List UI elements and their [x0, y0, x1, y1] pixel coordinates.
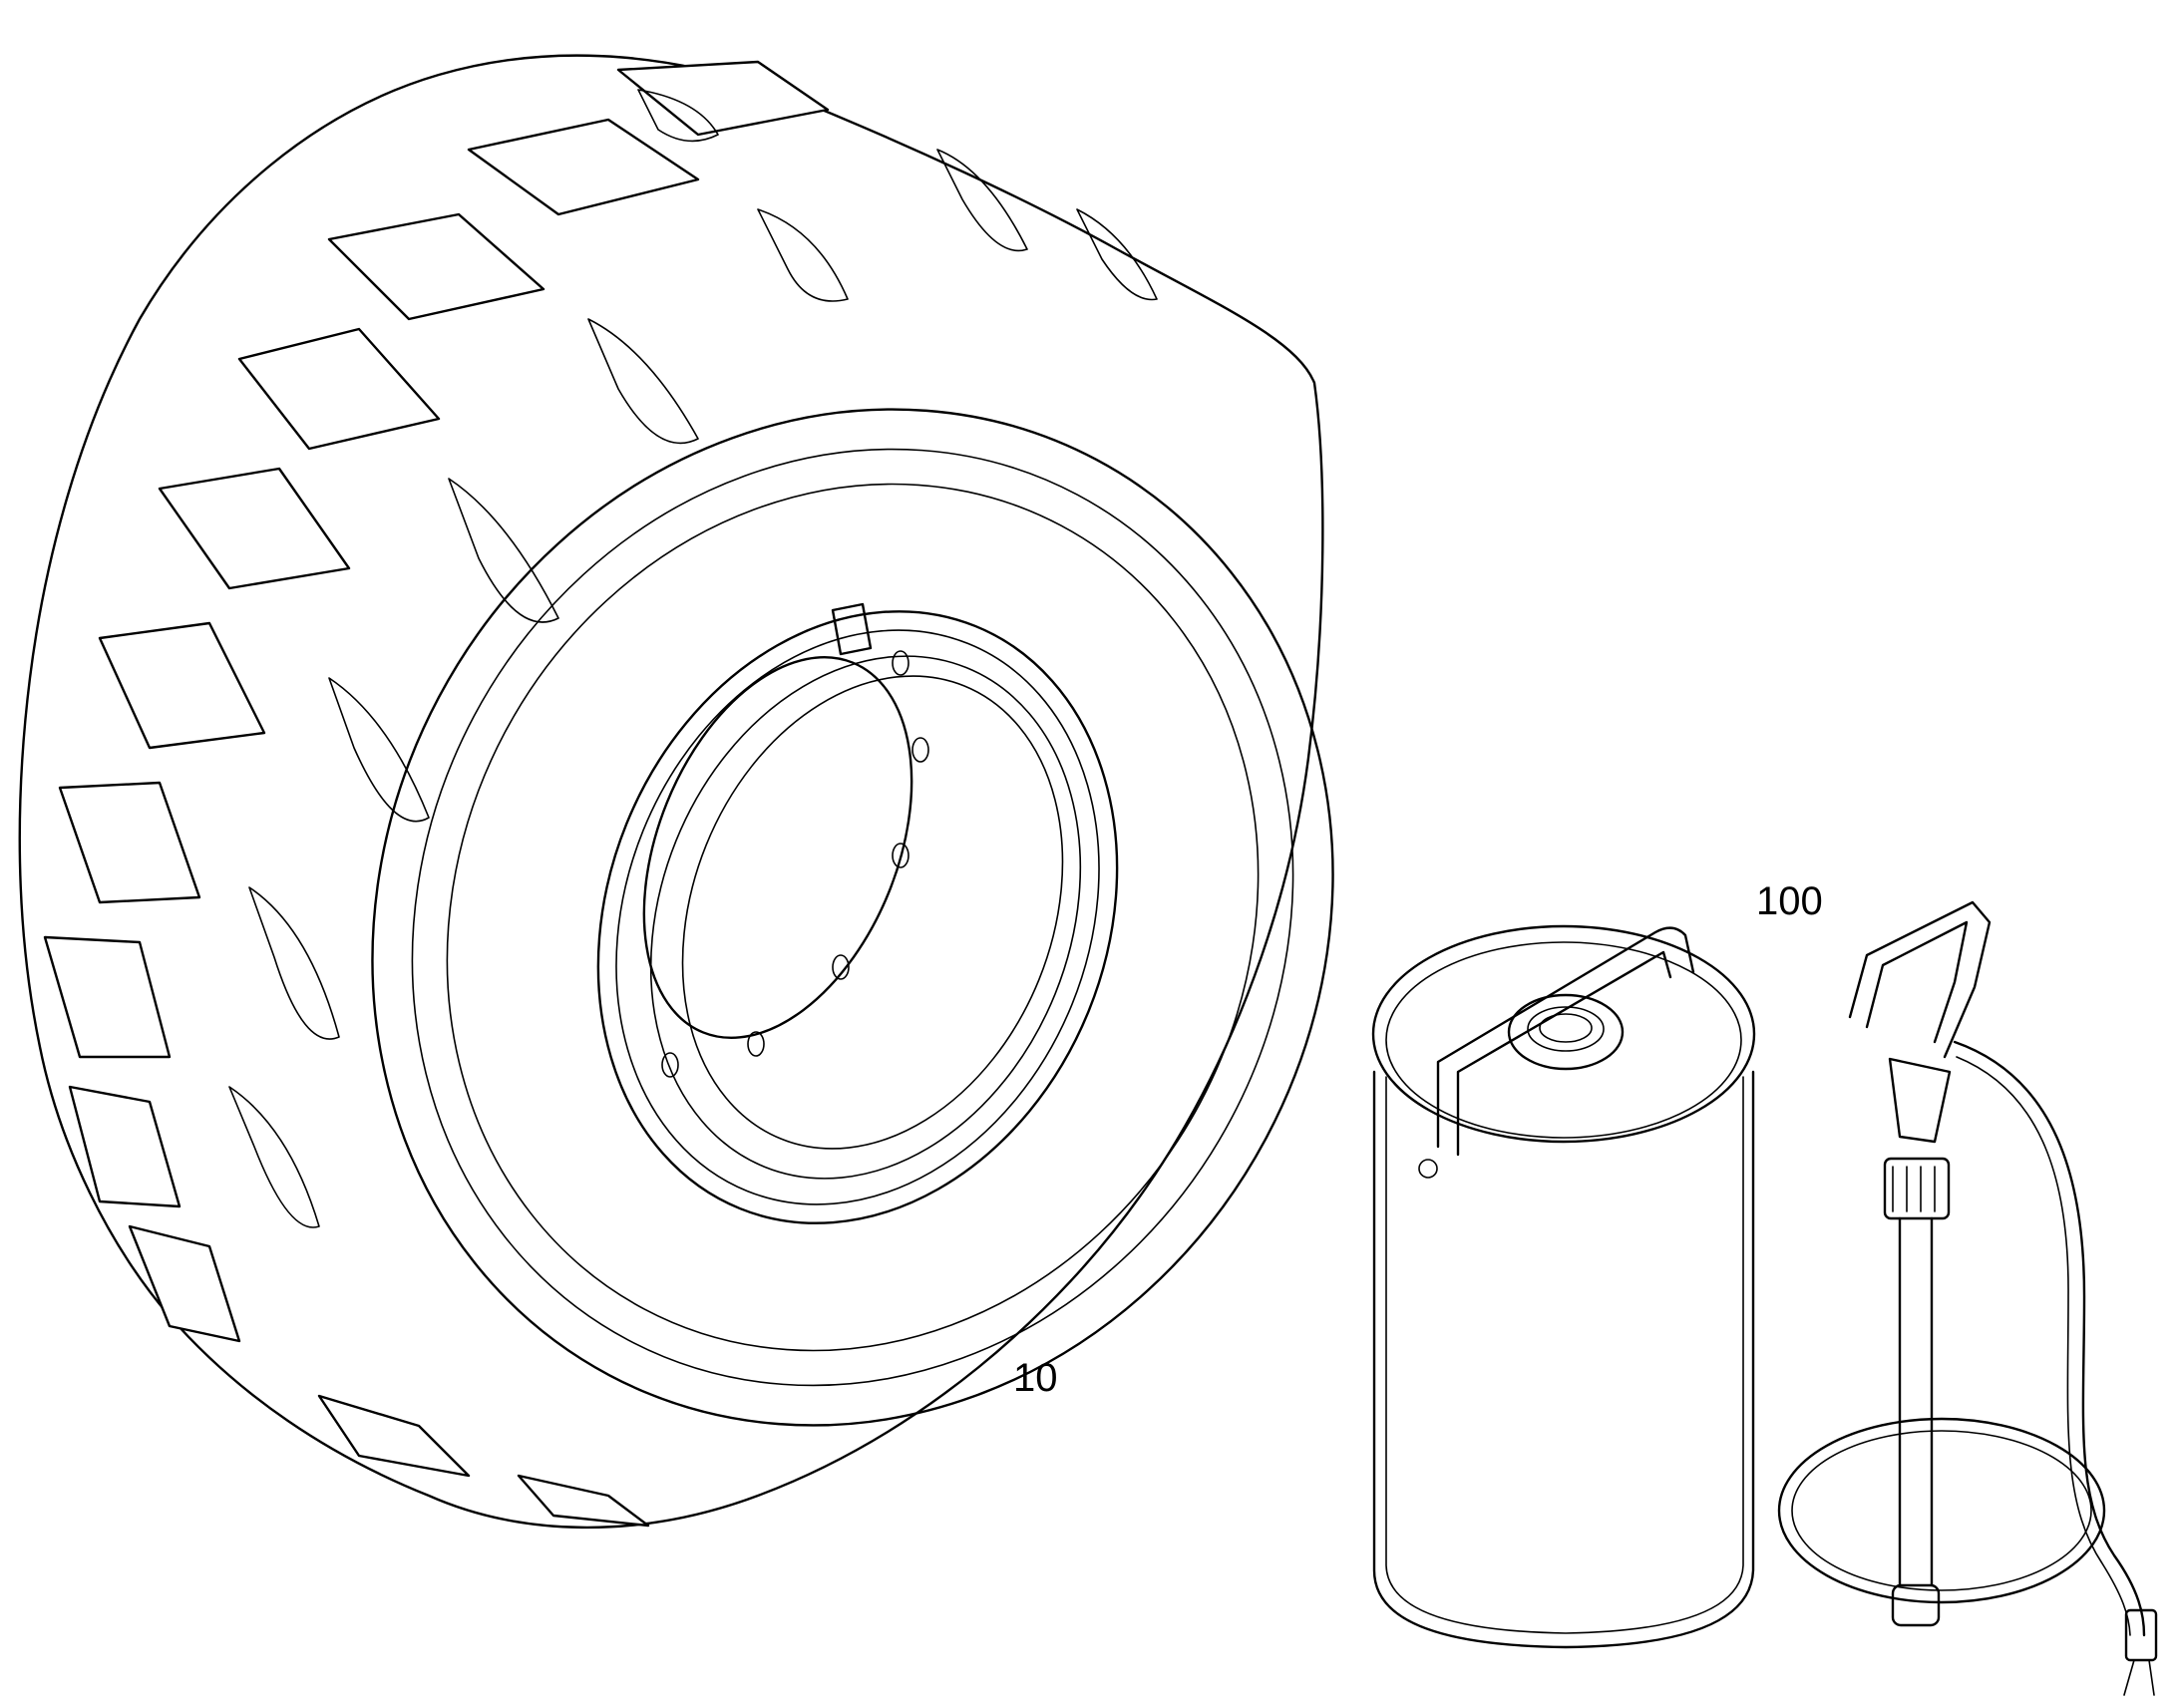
- sealant-can-icon: [1371, 924, 1756, 1649]
- hand-pump-icon: [1777, 900, 2158, 1696]
- callout-sealant-kit: 100: [1756, 879, 1823, 923]
- valve-stem: [831, 602, 873, 656]
- bolt-holes: [661, 650, 929, 1078]
- pump-chuck: [2124, 1608, 2158, 1662]
- pump-hose: [1953, 1040, 2146, 1637]
- pump-handle: [1848, 900, 1992, 1059]
- rim-well: [681, 675, 1064, 1150]
- can-top-rim: [1371, 924, 1756, 1144]
- pump-shaft-top: [1888, 1057, 1952, 1144]
- can-body: [1372, 1070, 1755, 1649]
- rim-flange-outer: [596, 610, 1119, 1224]
- tread-lugs: [43, 60, 830, 1528]
- can-handle: [1436, 926, 1695, 1157]
- sidewall-outer: [371, 408, 1334, 1427]
- callout-tire: 10: [1013, 1356, 1058, 1400]
- pump-nut: [1883, 1157, 1951, 1220]
- pump-hose-coil: [1777, 1417, 2106, 1604]
- can-neck: [1507, 993, 1625, 1071]
- rim-seat: [649, 655, 1082, 1180]
- sidewall-inner: [446, 483, 1260, 1352]
- rim-flange-inner: [615, 629, 1100, 1205]
- wheel-disc: [642, 655, 913, 1040]
- sidewall-line: [411, 448, 1294, 1387]
- pump-barrel: [1898, 1216, 1934, 1587]
- tire-wheel-icon: [18, 54, 1334, 1530]
- tread-pockets: [228, 89, 1158, 1228]
